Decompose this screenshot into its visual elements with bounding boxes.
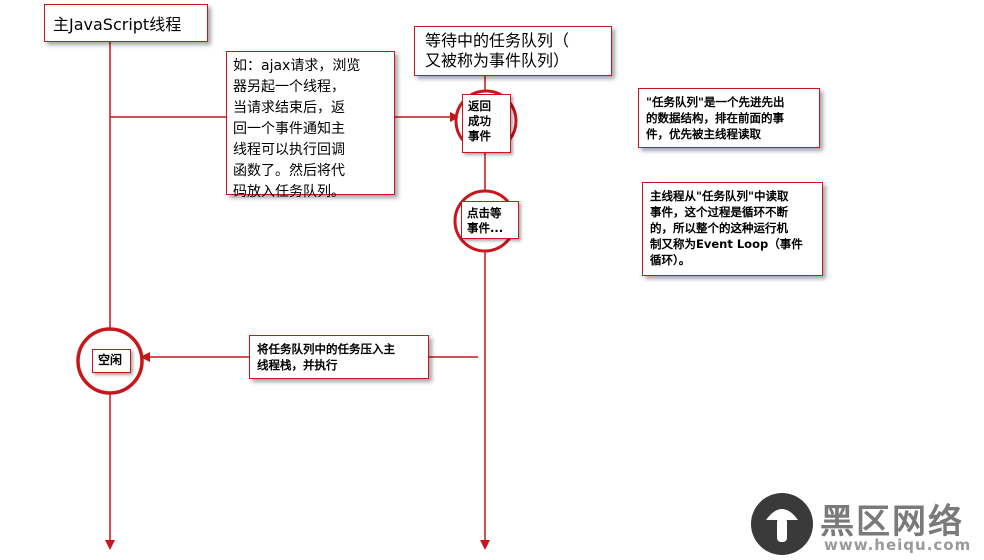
ajax-note-line: 如：ajax请求，浏览	[233, 58, 361, 74]
click-event-line: 事件...	[467, 221, 504, 235]
ajax-note-line: 回一个事件通知主	[233, 121, 345, 137]
event-loop-note: 主线程从"任务队列"中读取 事件，这个过程是循环不断 的，所以整个的这种运行机 …	[642, 182, 823, 276]
click-event-line: 点击等	[467, 206, 502, 220]
event-loop-line: 的，所以整个的这种运行机	[650, 221, 788, 235]
queue-definition-line: 件，优先被主线程读取	[646, 127, 761, 141]
success-event-box: 返回 成功 事件	[462, 94, 511, 153]
queue-definition-line: "任务队列"是一个先进先出	[646, 95, 785, 109]
push-note: 将任务队列中的任务压入主 线程栈，并执行	[249, 335, 429, 379]
success-event-line: 返回	[468, 99, 491, 113]
main-thread-title-text: 主JavaScript线程	[53, 15, 182, 34]
ajax-note-line: 器另起一个线程，	[233, 79, 345, 95]
watermark-url: www.heiqu.com	[824, 536, 972, 554]
watermark-brand: 黑区网络	[820, 502, 964, 542]
idle-box: 空闲	[92, 349, 131, 373]
task-queue-title-line: 等待中的任务队列（	[425, 31, 570, 50]
watermark-logo	[751, 493, 813, 555]
task-queue-title-line: 又被称为事件队列）	[425, 51, 570, 70]
main-thread-title: 主JavaScript线程	[44, 4, 208, 42]
task-queue-title: 等待中的任务队列（ 又被称为事件队列）	[414, 26, 612, 76]
ajax-note-line: 码放入任务队列。	[233, 184, 345, 200]
event-loop-line: 循环）。	[650, 253, 691, 267]
idle-label: 空闲	[98, 353, 123, 367]
success-event-line: 成功	[468, 114, 491, 128]
ajax-note-line: 线程可以执行回调	[233, 142, 345, 158]
ajax-note-line: 函数了。然后将代	[233, 163, 345, 179]
push-note-line: 将任务队列中的任务压入主	[257, 342, 395, 356]
success-event-line: 事件	[468, 129, 491, 143]
ajax-note-line: 当请求结束后，返	[233, 100, 345, 116]
click-event-box: 点击等 事件...	[461, 201, 519, 239]
event-loop-line: 制又称为Event Loop（事件	[650, 237, 803, 251]
queue-definition-note: "任务队列"是一个先进先出 的数据结构，排在前面的事 件，优先被主线程读取	[638, 88, 820, 148]
event-loop-line: 事件，这个过程是循环不断	[650, 205, 788, 219]
queue-definition-line: 的数据结构，排在前面的事	[646, 111, 784, 125]
push-note-line: 线程栈，并执行	[257, 358, 338, 372]
ajax-note: 如：ajax请求，浏览 器另起一个线程， 当请求结束后，返 回一个事件通知主 线…	[226, 51, 395, 200]
event-loop-line: 主线程从"任务队列"中读取	[650, 189, 789, 203]
